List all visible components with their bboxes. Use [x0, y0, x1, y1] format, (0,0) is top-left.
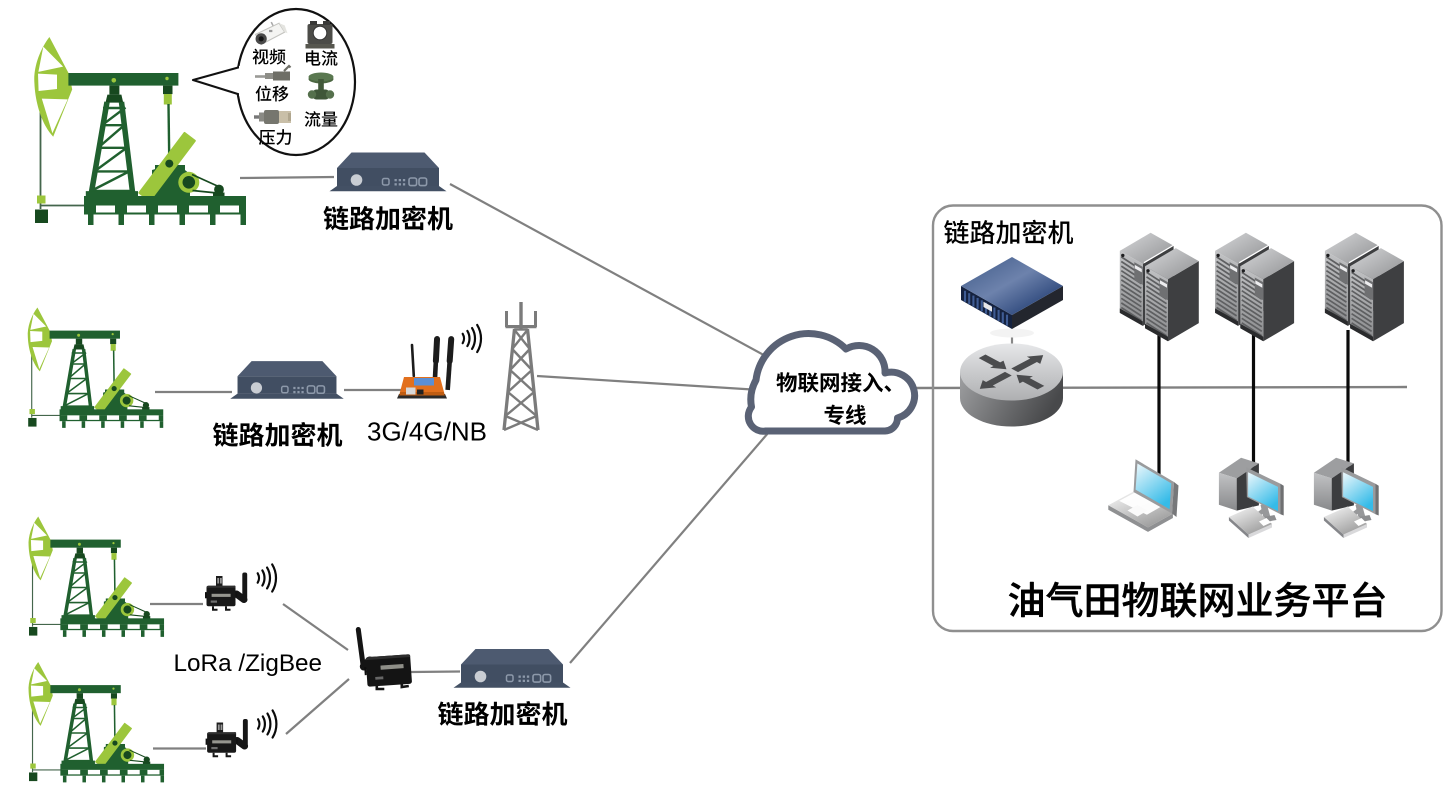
svg-text:3G/4G/NB: 3G/4G/NB	[367, 417, 487, 447]
svg-text:LoRa /ZigBee: LoRa /ZigBee	[174, 650, 323, 677]
